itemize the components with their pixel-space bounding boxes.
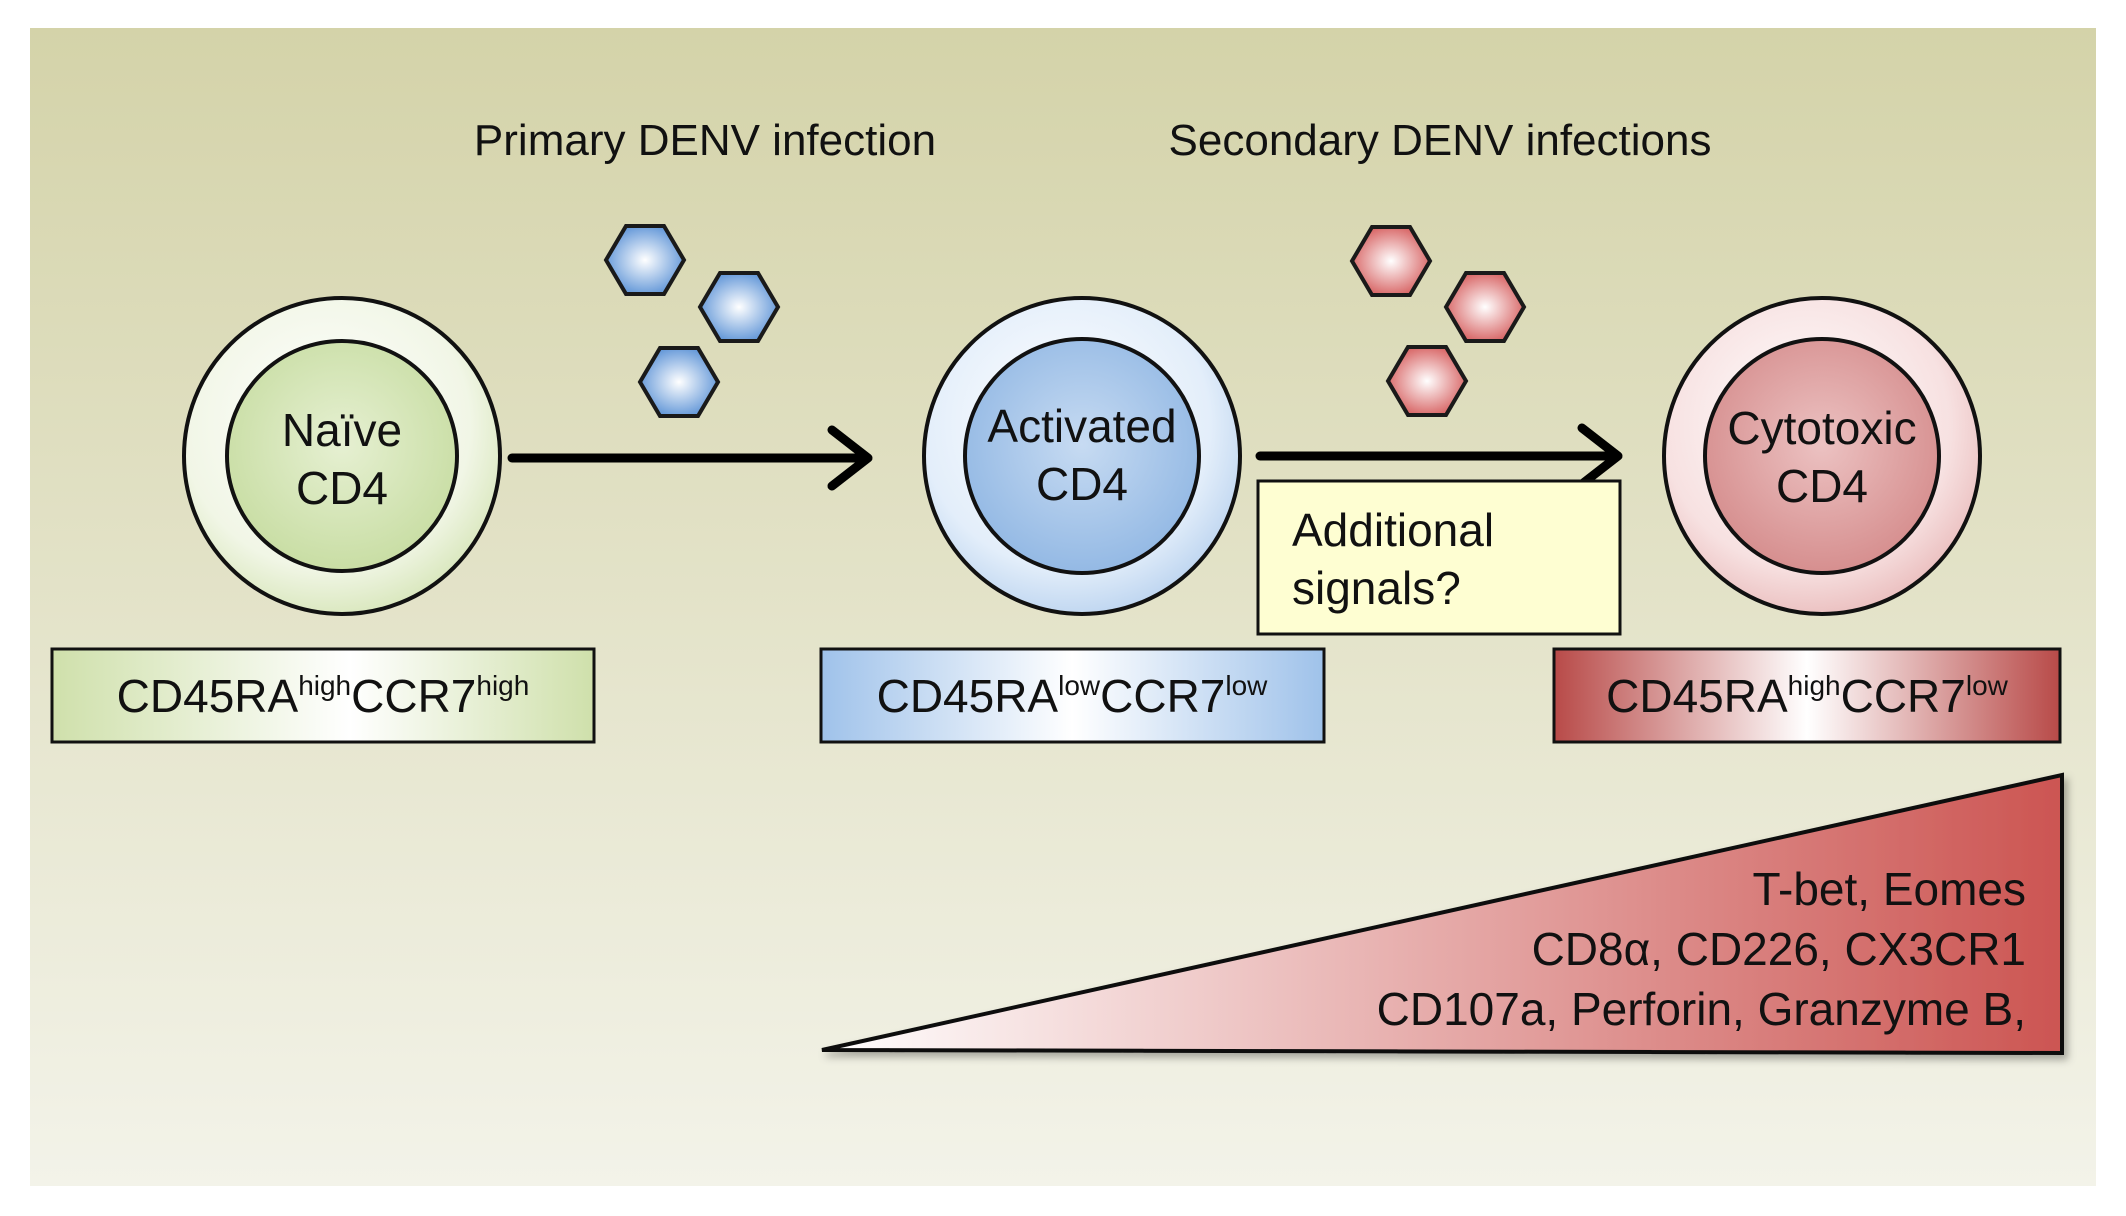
cytotoxic-phenotype-label: CD45RAhighCCR7low	[1606, 670, 2008, 722]
wedge-label-cytotoxic-molecules: CD107a, Perforin, Granzyme B,	[1377, 983, 2026, 1035]
cytotoxic-expression-wedge: T-bet, Eomes CD8α, CD226, CX3CR1 CD107a,…	[821, 772, 2064, 1056]
cytotoxic-marker-box: CD45RAhighCCR7low	[1552, 647, 2062, 744]
naive-marker-cd45ra: CD45RA	[117, 670, 299, 722]
red-virus-hexagon	[1349, 225, 1433, 297]
primary-dengue-virions	[603, 224, 781, 418]
red-virus-hexagon	[1443, 271, 1527, 343]
cytotoxic-cell-label-line1: Cytotoxic	[1727, 402, 1916, 454]
blue-virus-hexagon	[603, 224, 687, 296]
cytotoxic-marker-cd45ra: CD45RA	[1606, 670, 1788, 722]
additional-signals-line1: Additional	[1292, 504, 1494, 556]
naive-marker-ccr7: CCR7	[351, 670, 476, 722]
naive-cell-nucleus	[225, 339, 459, 573]
activated-marker-cd45ra-level: low	[1058, 670, 1101, 701]
naive-cell-label-line2: CD4	[296, 462, 388, 514]
secondary-infection-label: Secondary DENV infections	[1169, 116, 1712, 165]
cytotoxic-marker-ccr7-level: low	[1966, 670, 2009, 701]
naive-marker-ccr7-level: high	[476, 670, 529, 701]
blue-virus-hexagon	[697, 271, 781, 343]
primary-infection-label: Primary DENV infection	[474, 116, 936, 165]
wedge-label-surface-markers: CD8α, CD226, CX3CR1	[1532, 923, 2026, 975]
naive-cd4-cell: Naïve CD4	[182, 296, 502, 616]
cytotoxic-cd4-cell: Cytotoxic CD4	[1662, 296, 1982, 616]
naive-phenotype-label: CD45RAhighCCR7high	[117, 670, 530, 722]
activated-phenotype-label: CD45RAlowCCR7low	[877, 670, 1269, 722]
activated-marker-box: CD45RAlowCCR7low	[819, 647, 1326, 744]
red-virus-hexagon	[1385, 345, 1469, 417]
activated-marker-ccr7: CCR7	[1100, 670, 1225, 722]
naive-marker-box: CD45RAhighCCR7high	[50, 647, 596, 744]
additional-signals-box: Additional signals?	[1256, 479, 1622, 636]
activated-cell-nucleus	[963, 337, 1201, 575]
additional-signals-line2: signals?	[1292, 562, 1461, 614]
cytotoxic-marker-cd45ra-level: high	[1788, 670, 1841, 701]
secondary-arrow	[1255, 423, 1623, 489]
cytotoxic-cell-nucleus	[1703, 337, 1941, 575]
activated-cd4-cell: Activated CD4	[922, 296, 1242, 616]
secondary-dengue-virions	[1349, 225, 1527, 417]
naive-cell-label-line1: Naïve	[282, 404, 402, 456]
activated-cell-label-line2: CD4	[1036, 458, 1128, 510]
cytotoxic-marker-ccr7: CCR7	[1841, 670, 1966, 722]
wedge-label-transcription-factors: T-bet, Eomes	[1752, 863, 2026, 915]
naive-marker-cd45ra-level: high	[298, 670, 351, 701]
cytotoxic-cell-label-line2: CD4	[1776, 460, 1868, 512]
primary-arrow	[507, 425, 873, 491]
activated-cell-label-line1: Activated	[987, 400, 1176, 452]
activated-marker-ccr7-level: low	[1225, 670, 1268, 701]
activated-marker-cd45ra: CD45RA	[877, 670, 1059, 722]
blue-virus-hexagon	[637, 346, 721, 418]
